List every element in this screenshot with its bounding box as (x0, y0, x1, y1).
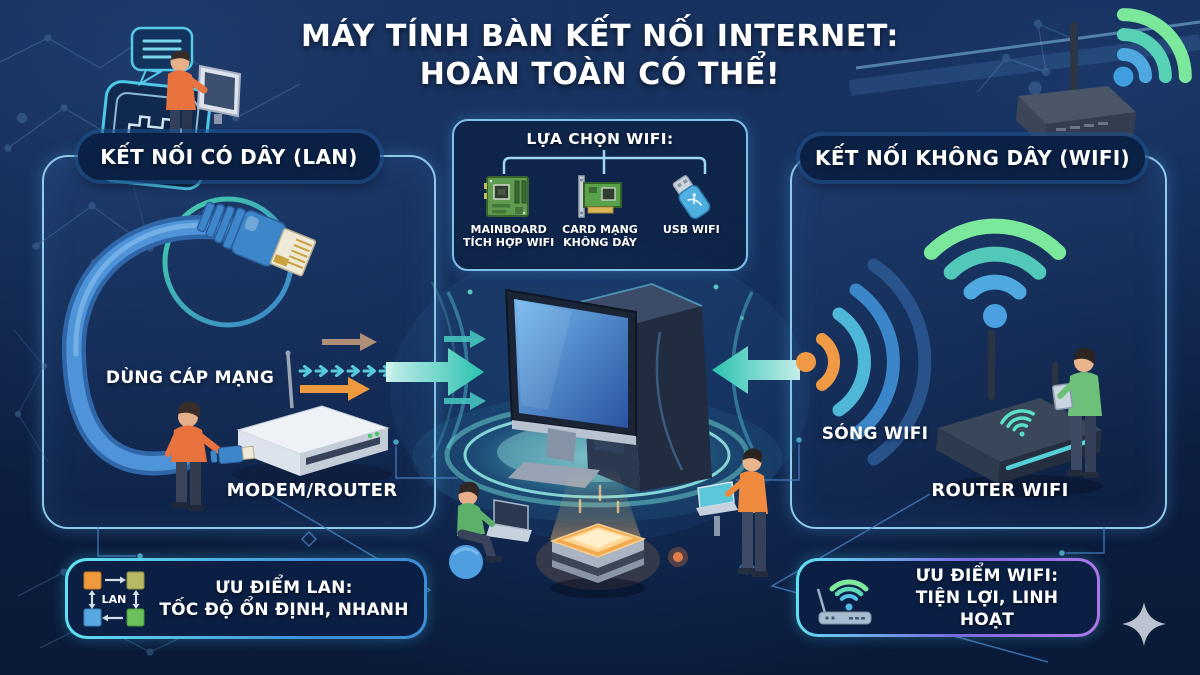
title-line-2: HOÀN TOÀN CÓ THỂ! (419, 57, 781, 92)
mainboard-icon (483, 176, 529, 217)
glow-platform (390, 242, 810, 542)
usb-wifi-icon (672, 175, 711, 219)
wifi-option-mainboard: MAINBOARD TÍCH HỢP WIFI (463, 174, 554, 249)
lan-cable-label: DÙNG CÁP MẠNG (105, 368, 275, 388)
wifi-option-label: USB WIFI (662, 223, 720, 236)
wifi-options-box: LỰA CHỌN WIFI: MAINBOARD TÍ (452, 119, 748, 271)
lan-panel (42, 155, 436, 529)
lan-badge-subtitle: TỐC ĐỘ ỔN ĐỊNH, NHANH (159, 599, 409, 620)
sparkle-icon (1122, 602, 1166, 646)
wifi-option-card: CARD MẠNG KHÔNG DÂY (554, 174, 645, 249)
wifi-panel (790, 155, 1167, 529)
arrow-wifi-to-pc (712, 291, 800, 449)
wifi-badge-subtitle: TIỆN LỢI, LINH HOẠT (915, 587, 1059, 630)
tree-connector (502, 150, 707, 174)
wifi-option-label: TÍCH HỢP WIFI (463, 236, 555, 249)
title-line-1: MÁY TÍNH BÀN KẾT NỐI INTERNET: (301, 19, 899, 54)
wifi-option-label: KHÔNG DÂY (563, 236, 637, 249)
lan-panel-header: KẾT NỐI CÓ DÂY (LAN) (78, 133, 380, 180)
modem-router-label: MODEM/ROUTER (226, 480, 398, 501)
wifi-advantage-badge: ƯU ĐIỂM WIFI: TIỆN LỢI, LINH HOẠT (796, 558, 1100, 637)
wifi-badge-title: ƯU ĐIỂM WIFI: (915, 565, 1059, 586)
wifi-option-label: MAINBOARD (470, 223, 547, 236)
person-standing-laptop-illustration (696, 448, 768, 577)
lan-icon-label: LAN (102, 593, 127, 606)
wifi-option-label: CARD MẠNG (562, 223, 638, 236)
wifi-router-icon (816, 578, 872, 624)
wifi-panel-header: KẾT NỐI KHÔNG DÂY (WIFI) (800, 136, 1145, 180)
lan-diagram-icon: LAN (83, 571, 145, 626)
page-title: MÁY TÍNH BÀN KẾT NỐI INTERNET: HOÀN TOÀN… (0, 18, 1200, 94)
wifi-router-label: ROUTER WIFI (931, 480, 1069, 501)
lan-advantage-badge: LAN ƯU ĐIỂM LAN: TỐC ĐỘ ỔN ĐỊNH, NHANH (65, 558, 427, 639)
desktop-computer-illustration (504, 283, 712, 492)
pci-card-icon (578, 175, 622, 218)
wifi-option-usb: USB WIFI (646, 174, 737, 249)
glowing-cube-illustration (536, 466, 688, 598)
wifi-options-title: LỰA CHỌN WIFI: (526, 130, 674, 148)
lan-badge-title: ƯU ĐIỂM LAN: (215, 577, 353, 598)
wifi-wave-label: SÓNG WIFI (821, 424, 929, 444)
person-on-ball-laptop-illustration (449, 481, 532, 579)
